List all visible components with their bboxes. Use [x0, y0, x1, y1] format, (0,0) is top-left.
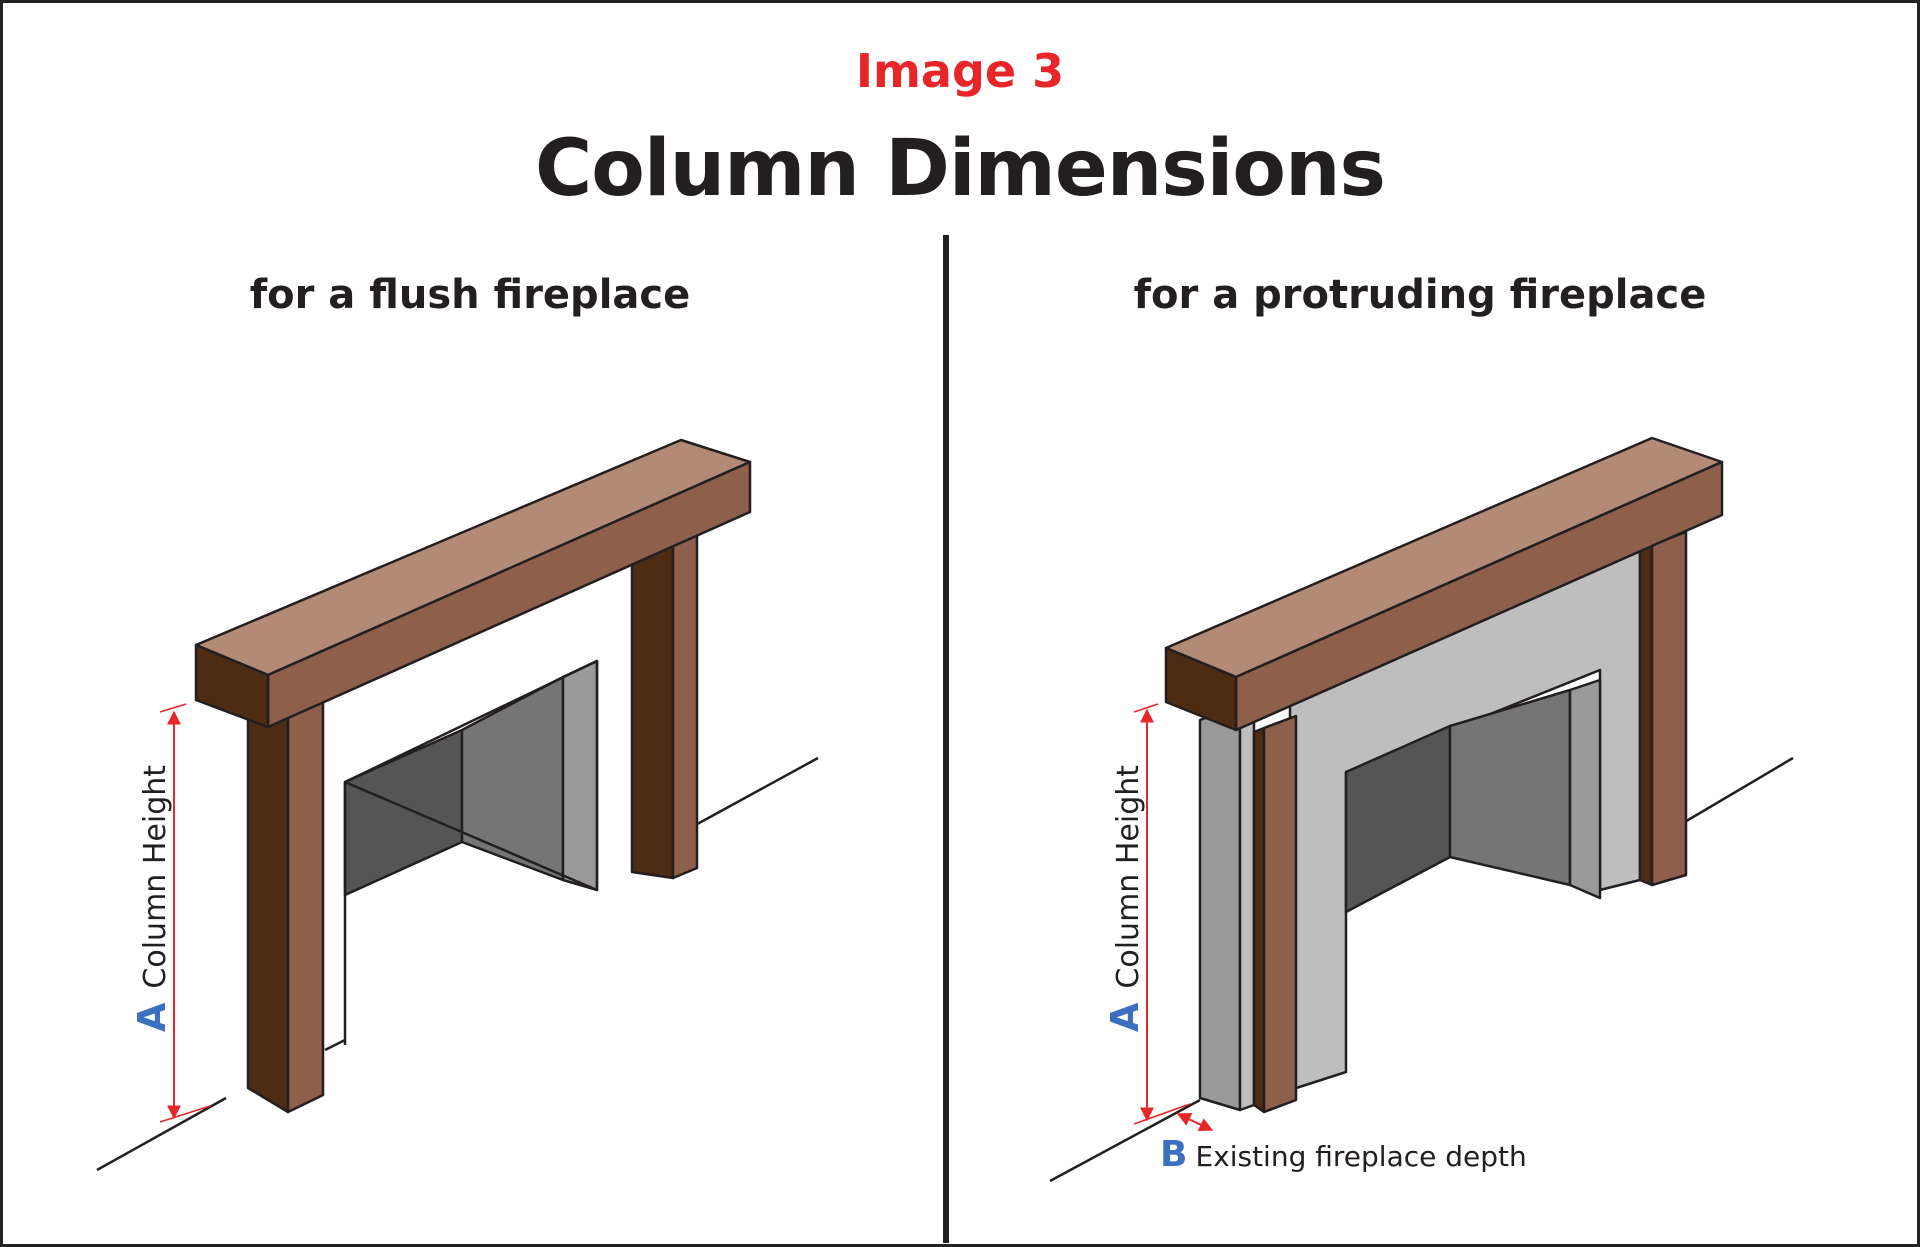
flush-column-height-dimension [159, 703, 211, 1123]
firebox-back-right [460, 675, 565, 882]
left-column-side [1252, 726, 1266, 1114]
right-column-side [630, 543, 675, 880]
wall-base-line [1682, 756, 1794, 825]
dimension-letter-b: B [1160, 1134, 1188, 1175]
fireplace-depth-dimension [1176, 1113, 1214, 1131]
column-height-text: Column Height [1111, 764, 1146, 989]
right-column-front [1650, 530, 1688, 887]
mantel-end [1164, 646, 1238, 732]
left-column-front [1262, 714, 1298, 1114]
firebox-side-wall [1568, 678, 1602, 900]
page-title: Column Dimensions [535, 124, 1386, 214]
left-column-side [246, 708, 290, 1114]
left-column-front [286, 695, 325, 1114]
protruding-column-height-label: A Column Height [1103, 765, 1147, 1032]
wall-base-line [689, 756, 819, 830]
protruding-fireplace-subtitle: for a protruding fireplace [1133, 272, 1707, 318]
fireplace-depth-text: Existing fireplace depth [1195, 1140, 1527, 1173]
right-column-side [1638, 543, 1654, 887]
protruding-column-height-dimension [1133, 703, 1191, 1125]
flush-fireplace-subtitle: for a flush fireplace [249, 272, 691, 318]
floor-line [1049, 1098, 1201, 1183]
right-column-front [671, 533, 699, 880]
firebox-side-wall [561, 659, 599, 892]
panel-divider [943, 235, 949, 1243]
flush-fireplace-illustration [96, 438, 819, 1172]
floor-line [96, 1096, 227, 1172]
protruding-fireplace-illustration [1049, 436, 1794, 1183]
image-number-label: Image 3 [855, 44, 1065, 98]
column-height-text: Column Height [138, 764, 173, 989]
dimension-letter-a: A [1103, 1002, 1147, 1032]
mantel-end [194, 643, 270, 729]
surround-depth-front [1238, 698, 1256, 1112]
surround-depth-side [1198, 703, 1242, 1112]
flush-column-height-label: A Column Height [130, 765, 174, 1032]
dimension-letter-a: A [130, 1002, 174, 1032]
opening-outline [343, 659, 599, 892]
